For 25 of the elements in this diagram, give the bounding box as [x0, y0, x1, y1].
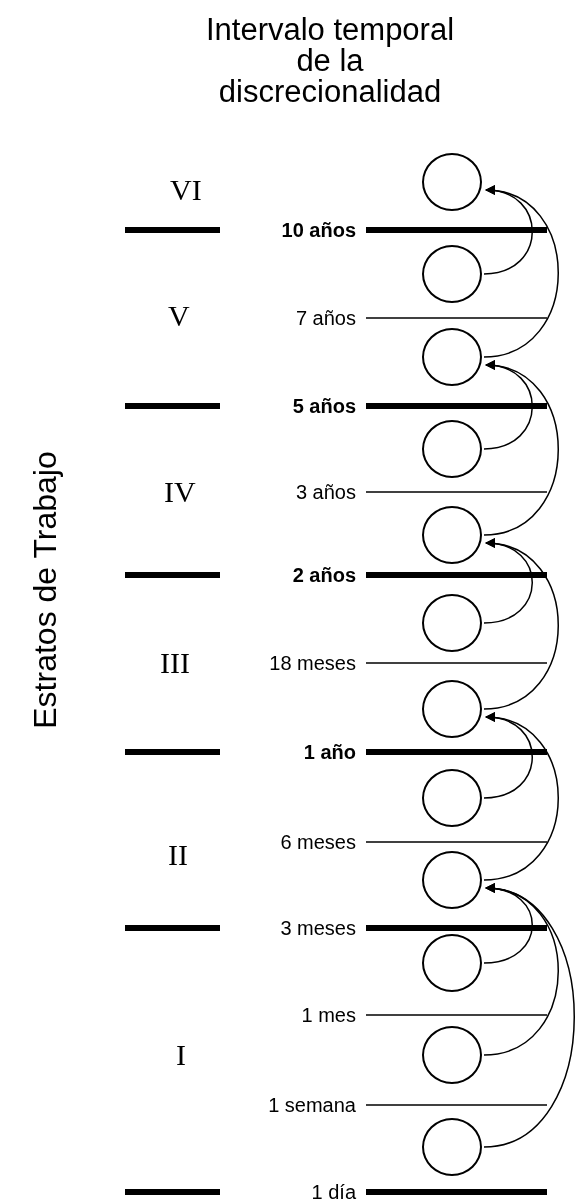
time-span-label: 10 años — [281, 220, 356, 240]
time-span-label: 2 años — [292, 565, 356, 585]
time-span-label: 18 meses — [269, 653, 356, 673]
time-span-label: 5 años — [292, 396, 356, 416]
time-span-label: 1 semana — [268, 1095, 356, 1115]
time-span-label: 1 mes — [301, 1005, 356, 1025]
curved-arrow — [483, 884, 575, 1148]
time-span-label: 1 año — [303, 742, 356, 762]
curved-arrow — [483, 713, 559, 881]
axis-title: Estratos de Trabajo — [29, 451, 61, 729]
time-span-label: 7 años — [295, 308, 356, 328]
curved-arrow — [483, 539, 559, 710]
stratum-numeral: II — [168, 840, 188, 870]
time-span-label: 3 meses — [280, 918, 356, 938]
curved-arrow — [483, 361, 559, 536]
time-span-label: 6 meses — [280, 832, 356, 852]
stratum-numeral: I — [176, 1040, 186, 1070]
curved-arrow — [483, 186, 559, 358]
time-span-label: 3 años — [295, 482, 356, 502]
diagram-title: Intervalo temporal de la discrecionalidad — [204, 14, 456, 107]
stratum-numeral: III — [160, 648, 190, 678]
time-span-label: 1 día — [311, 1182, 356, 1202]
stratum-numeral: VI — [170, 175, 202, 205]
stratum-numeral: IV — [164, 477, 196, 507]
stratum-numeral: V — [168, 301, 190, 331]
